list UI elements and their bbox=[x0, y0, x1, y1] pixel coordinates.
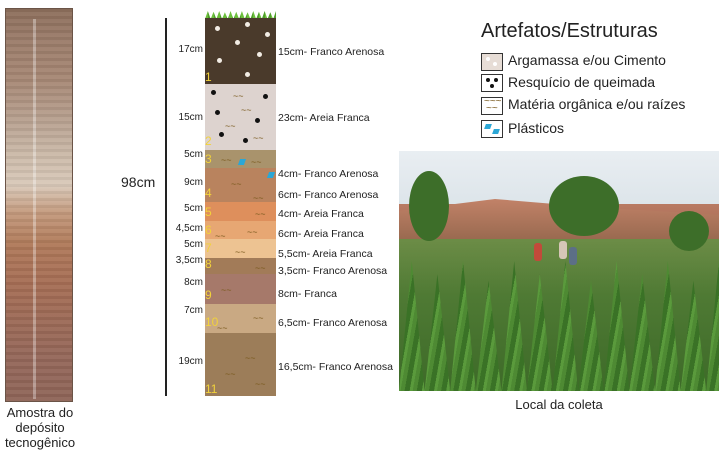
burn-marker bbox=[255, 118, 260, 123]
layer-description: 6cm- Franco Arenosa bbox=[278, 189, 379, 201]
plastic-icon bbox=[481, 120, 503, 138]
legend-title: Artefatos/Estruturas bbox=[481, 20, 658, 42]
organic-marker: ~~ bbox=[247, 227, 258, 237]
collection-site-caption: Local da coleta bbox=[515, 397, 603, 412]
layer-thickness: 5cm bbox=[184, 203, 203, 214]
organic-marker: ~~ bbox=[221, 155, 232, 165]
layer-number: 1 bbox=[205, 70, 212, 84]
cement-marker bbox=[235, 40, 240, 45]
layer-description: 3,5cm- Franco Arenosa bbox=[278, 265, 388, 277]
total-depth-label: 98cm bbox=[121, 174, 156, 190]
layer-description: 4cm- Franco Arenosa bbox=[278, 168, 379, 180]
soil-layer-8 bbox=[205, 258, 276, 274]
grass-top bbox=[205, 11, 276, 19]
organic-marker: ~~ bbox=[235, 247, 246, 257]
organic-marker: ~~ bbox=[255, 209, 266, 219]
organic-marker: ~~ bbox=[255, 263, 266, 273]
white-dots-icon bbox=[481, 53, 503, 71]
burn-marker bbox=[243, 138, 248, 143]
layer-description: 5,5cm- Areia Franca bbox=[278, 248, 373, 260]
layer-thickness: 19cm bbox=[178, 356, 203, 367]
layer-description: 6,5cm- Franco Arenosa bbox=[278, 317, 388, 329]
organic-marker: ~~ bbox=[255, 379, 266, 389]
black-dots-icon bbox=[481, 74, 503, 92]
soil-layer-10 bbox=[205, 304, 276, 333]
organic-marker: ~~ bbox=[245, 353, 256, 363]
legend-label-cement: Argamassa e/ou Cimento bbox=[508, 52, 666, 68]
burn-marker bbox=[219, 132, 224, 137]
organic-marker: ~~ bbox=[233, 91, 244, 101]
layer-thickness: 17cm bbox=[178, 44, 203, 55]
cement-marker bbox=[217, 58, 222, 63]
layer-thickness: 7cm bbox=[184, 305, 203, 316]
organic-matter-icon: ~~~ ~~ bbox=[481, 97, 503, 115]
layer-number: 5 bbox=[205, 205, 212, 219]
layer-description: 8cm- Franca bbox=[278, 288, 337, 300]
depth-bar bbox=[165, 18, 167, 396]
cement-marker bbox=[245, 72, 250, 77]
layer-number: 11 bbox=[205, 382, 218, 396]
legend-label-organic: Matéria orgânica e/ou raízes bbox=[508, 96, 686, 112]
cement-marker bbox=[257, 52, 262, 57]
layer-number: 6 bbox=[205, 223, 212, 237]
layer-number: 8 bbox=[205, 257, 212, 271]
cement-marker bbox=[245, 22, 250, 27]
layer-thickness: 5cm bbox=[184, 239, 203, 250]
organic-marker: ~~ bbox=[215, 231, 226, 241]
organic-marker: ~~ bbox=[251, 157, 262, 167]
layer-thickness: 4,5cm bbox=[175, 223, 203, 234]
collection-site-photo bbox=[399, 151, 719, 391]
layer-number: 7 bbox=[205, 241, 212, 255]
burn-marker bbox=[211, 90, 216, 95]
soil-layer-5 bbox=[205, 202, 276, 221]
organic-marker: ~~ bbox=[253, 133, 264, 143]
soil-layer-9 bbox=[205, 274, 276, 304]
layer-thickness: 9cm bbox=[184, 177, 203, 188]
organic-marker: ~~ bbox=[253, 313, 264, 323]
soil-layer-11 bbox=[205, 333, 276, 396]
layer-thickness: 5cm bbox=[184, 149, 203, 160]
soil-layer-7 bbox=[205, 239, 276, 258]
layer-number: 4 bbox=[205, 186, 212, 200]
core-sample-caption: Amostra do depósito tecnogênico bbox=[4, 405, 76, 450]
burn-marker bbox=[263, 94, 268, 99]
layer-description: 16,5cm- Franco Arenosa bbox=[278, 361, 393, 373]
organic-marker: ~~ bbox=[241, 105, 252, 115]
layer-thickness: 8cm bbox=[184, 277, 203, 288]
legend-label-plastic: Plásticos bbox=[508, 120, 565, 136]
layer-description: 4cm- Areia Franca bbox=[278, 208, 364, 220]
layer-description: 6cm- Areia Franca bbox=[278, 228, 364, 240]
organic-marker: ~~ bbox=[225, 369, 236, 379]
organic-marker: ~~ bbox=[253, 193, 264, 203]
organic-marker: ~~ bbox=[225, 121, 236, 131]
cement-marker bbox=[215, 26, 220, 31]
core-sample-photo bbox=[5, 8, 73, 402]
layer-thickness: 15cm bbox=[178, 112, 203, 123]
burn-marker bbox=[215, 110, 220, 115]
layer-number: 10 bbox=[205, 315, 219, 329]
cement-marker bbox=[265, 32, 270, 37]
legend-label-burn: Resquício de queimada bbox=[508, 74, 656, 90]
layer-description: 15cm- Franco Arenosa bbox=[278, 46, 385, 58]
organic-marker: ~~ bbox=[231, 179, 242, 189]
organic-marker: ~~ bbox=[221, 285, 232, 295]
soil-profile-column: ~~ ~~ ~~ ~~ ~~ ~~ ~~ ~~ ~~ ~~ ~~ ~~ ~~ ~… bbox=[205, 18, 276, 396]
soil-layer-6 bbox=[205, 221, 276, 239]
layer-number: 9 bbox=[205, 288, 212, 302]
layer-thickness: 3,5cm bbox=[175, 255, 203, 266]
layer-description: 23cm- Areia Franca bbox=[278, 112, 370, 124]
soil-layer-4 bbox=[205, 168, 276, 202]
layer-number: 2 bbox=[205, 134, 212, 148]
layer-number: 3 bbox=[205, 152, 212, 166]
organic-marker: ~~ bbox=[217, 323, 228, 333]
